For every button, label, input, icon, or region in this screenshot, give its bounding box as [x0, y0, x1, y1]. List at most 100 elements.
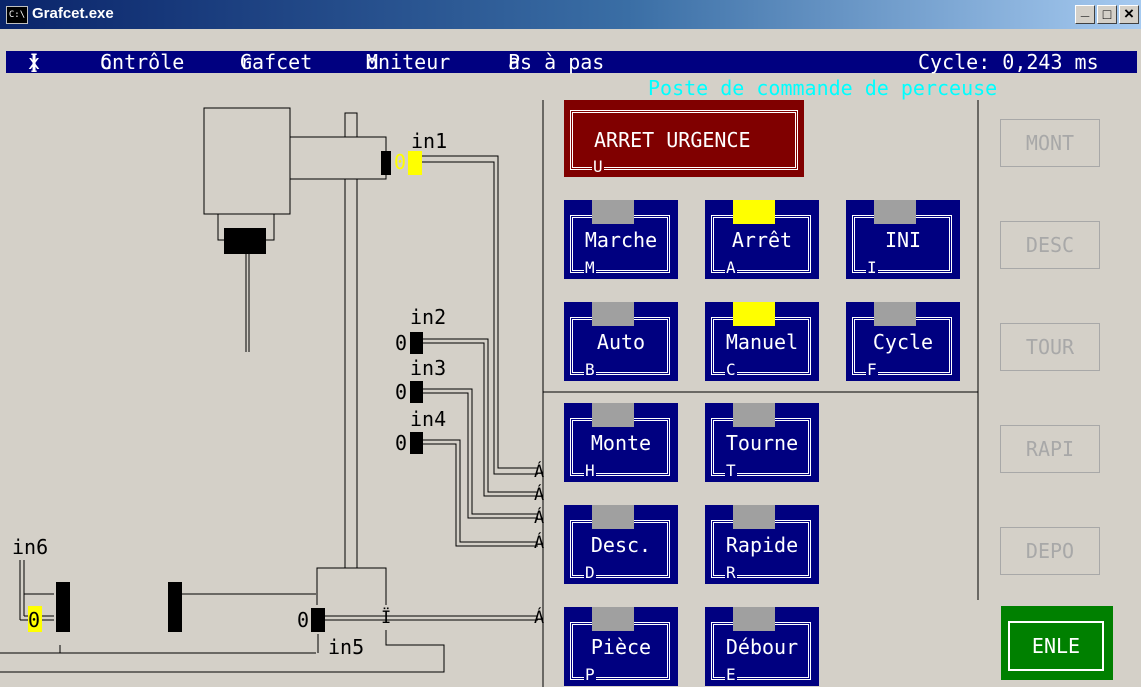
in2-wire	[423, 342, 538, 497]
sensor-label-in6: in6	[12, 535, 49, 559]
in3-sensor	[410, 381, 423, 403]
wire-terminal: Á	[534, 485, 545, 505]
status-lamp	[592, 200, 634, 224]
hotkey-label: H	[584, 461, 596, 480]
in1-sensor	[381, 151, 391, 175]
sensor-value-in2: 0	[395, 331, 408, 355]
output-desc: DESC	[988, 212, 1110, 274]
console-icon: C:\	[6, 6, 28, 24]
in4-wire	[423, 443, 538, 547]
hotkey-label: I	[866, 258, 878, 277]
button-label: Manuel	[725, 330, 799, 354]
hotkey-label: M	[584, 258, 596, 277]
button-frame	[570, 110, 798, 170]
close-button[interactable]: ×	[1119, 5, 1139, 24]
hotkey-label: E	[725, 665, 737, 684]
output-label: DEPO	[1025, 539, 1075, 563]
clamp-left	[56, 582, 70, 632]
status-lamp	[733, 505, 775, 529]
in1-wire	[422, 155, 538, 469]
in2-wire	[423, 338, 538, 493]
sensor-label-in2: in2	[410, 305, 447, 329]
button-label: INI	[884, 228, 922, 252]
panel-title: Poste de commande de perceuse	[648, 76, 998, 100]
emergency-stop-button[interactable]: ARRET URGENCE U	[564, 100, 804, 177]
output-mont: MONT	[988, 110, 1110, 172]
hotkey-label: R	[725, 563, 737, 582]
in1-wire	[422, 161, 538, 475]
hotkey-label: T	[725, 461, 737, 480]
status-lamp	[733, 200, 775, 224]
sensor-value-in4: 0	[395, 431, 408, 455]
button-label: Cycle	[872, 330, 934, 354]
base	[0, 630, 445, 673]
wire-terminal: Á	[534, 608, 545, 628]
output-label: ENLE	[1031, 634, 1081, 658]
button-label: Tourne	[725, 431, 799, 455]
table-carriage	[316, 567, 387, 605]
button-label: Pièce	[590, 635, 652, 659]
output-frame	[1000, 425, 1100, 473]
output-frame	[1000, 119, 1100, 167]
emergency-stop-label: ARRET URGENCE	[594, 128, 751, 152]
window-title: Grafcet.exe	[32, 5, 114, 22]
button-label: Auto	[596, 330, 646, 354]
wire-junction: Ï	[381, 608, 392, 628]
output-label: MONT	[1025, 131, 1075, 155]
output-frame	[1000, 221, 1100, 269]
button-label: Arrêt	[731, 228, 793, 252]
hotkey-label: C	[725, 360, 737, 379]
hotkey-label: F	[866, 360, 878, 379]
in3-wire	[423, 388, 538, 515]
status-lamp	[592, 403, 634, 427]
output-frame	[1000, 527, 1100, 575]
sensor-value-in3: 0	[395, 380, 408, 404]
hotkey-label: P	[584, 665, 596, 684]
status-lamp	[592, 302, 634, 326]
button-label: Rapide	[725, 533, 799, 557]
title-bar[interactable]: C:\ Grafcet.exe _ □ ×	[0, 0, 1141, 29]
in4-sensor	[410, 432, 423, 454]
wire-terminal: Á	[534, 462, 545, 482]
output-label: DESC	[1025, 233, 1075, 257]
maximize-button[interactable]: □	[1097, 5, 1117, 24]
in6-active-indicator	[28, 606, 42, 632]
status-lamp	[874, 200, 916, 224]
output-enle: ENLE	[1001, 606, 1113, 680]
in4-wire	[423, 439, 538, 543]
clamp-right	[168, 582, 182, 632]
status-lamp	[592, 505, 634, 529]
sensor-value-in5: 0	[297, 608, 310, 632]
output-frame	[1000, 323, 1100, 371]
hotkey-label: D	[584, 563, 596, 582]
status-lamp	[592, 607, 634, 631]
output-label: RAPI	[1025, 437, 1075, 461]
sensor-value-in6: 0	[28, 608, 41, 632]
minimize-button[interactable]: _	[1075, 3, 1095, 24]
button-label: Desc.	[590, 533, 652, 557]
status-lamp	[733, 302, 775, 326]
button-label: Monte	[590, 431, 652, 455]
drill-head	[289, 136, 387, 180]
status-lamp	[874, 302, 916, 326]
ini-button[interactable]: INI I	[846, 200, 960, 279]
wire-terminal: Á	[534, 508, 545, 528]
sensor-value-in1: 0	[394, 150, 407, 174]
drill-motor-housing	[203, 107, 291, 215]
descente-button[interactable]: Desc. D	[564, 505, 678, 584]
drill-chuck	[224, 228, 266, 254]
output-depo: DEPO	[988, 518, 1110, 580]
in5-sensor	[311, 608, 325, 632]
